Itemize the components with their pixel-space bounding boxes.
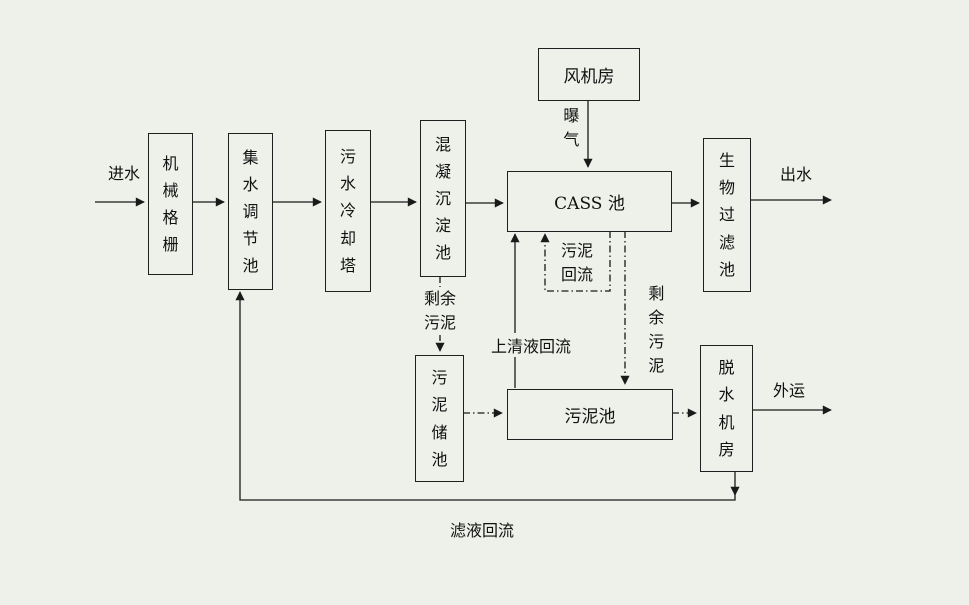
box-collection-tank-label: 集水调节池 bbox=[242, 147, 259, 276]
box-sludge-tank: 污泥池 bbox=[507, 389, 673, 440]
box-bio-filter: 生物过滤池 bbox=[703, 138, 751, 292]
box-sludge-storage-label: 污泥储池 bbox=[431, 368, 448, 469]
label-supernatant-return: 上清液回流 bbox=[490, 333, 573, 357]
label-excess-sludge-left: 剩余污泥 bbox=[422, 287, 458, 335]
arrow-filtrate-return bbox=[235, 291, 736, 501]
box-fan-room: 风机房 bbox=[538, 48, 640, 101]
label-filtrate-return: 滤液回流 bbox=[449, 517, 516, 541]
box-mechanical-screen-label: 机械格栅 bbox=[162, 153, 179, 255]
box-fan-room-label: 风机房 bbox=[563, 67, 615, 87]
box-bio-filter-label: 生物过滤池 bbox=[718, 151, 735, 279]
box-cass-tank: CASS 池 bbox=[507, 171, 672, 232]
box-sludge-tank-label: 污泥池 bbox=[564, 407, 616, 427]
box-dewatering-room: 脱水机房 bbox=[700, 345, 753, 472]
box-coagulation-tank-label: 混凝沉淀池 bbox=[434, 134, 451, 263]
label-influent: 进水 bbox=[107, 160, 142, 184]
box-dewatering-room-label: 脱水机房 bbox=[718, 358, 735, 459]
label-excess-sludge-right: 剩余污泥 bbox=[646, 282, 667, 378]
box-sludge-storage: 污泥储池 bbox=[415, 355, 464, 482]
box-mechanical-screen: 机械格栅 bbox=[148, 133, 193, 275]
box-cooling-tower: 污水冷却塔 bbox=[325, 130, 371, 292]
box-coagulation-tank: 混凝沉淀池 bbox=[420, 120, 466, 277]
box-collection-tank: 集水调节池 bbox=[228, 133, 273, 290]
label-transport-out: 外运 bbox=[772, 377, 807, 401]
label-effluent: 出水 bbox=[779, 161, 814, 185]
box-cooling-tower-label: 污水冷却塔 bbox=[339, 147, 356, 275]
label-sludge-return: 污泥回流 bbox=[559, 239, 595, 287]
box-cass-tank-label: CASS 池 bbox=[554, 194, 625, 214]
label-aeration: 曝气 bbox=[561, 104, 582, 152]
arrow-sludge-return-loop bbox=[540, 231, 611, 292]
